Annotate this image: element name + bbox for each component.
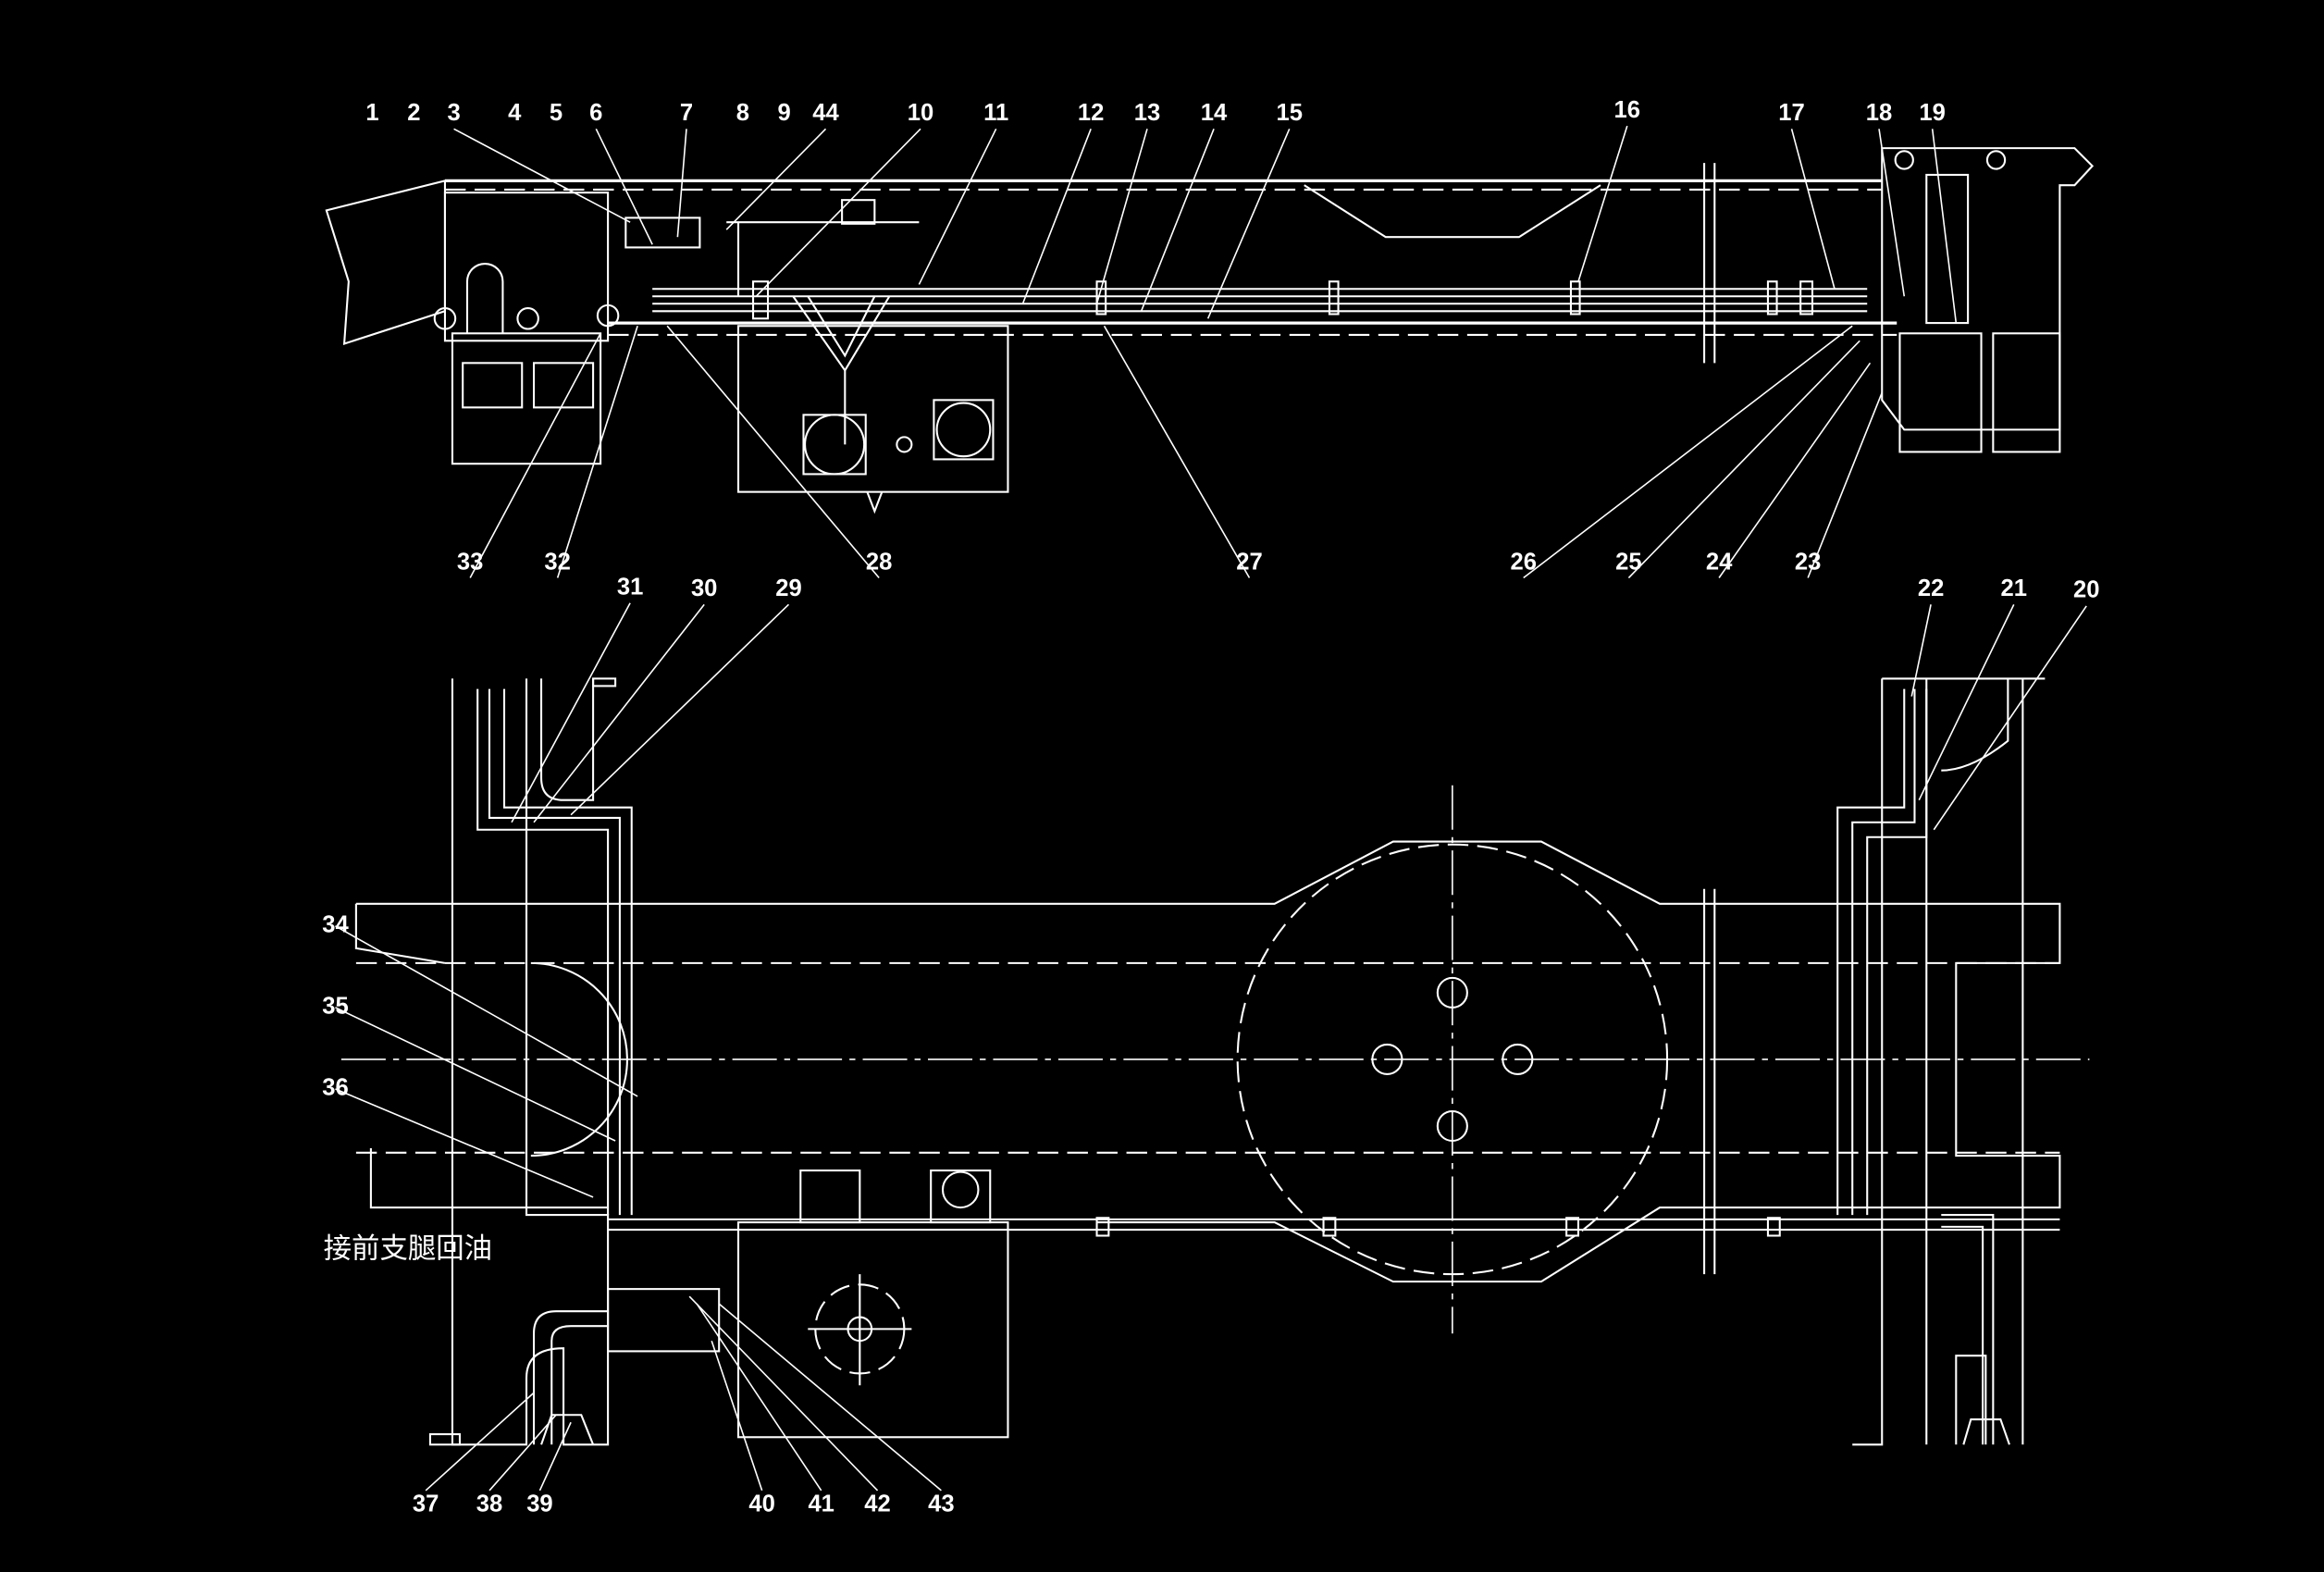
callout-33: 33 (457, 549, 484, 575)
leader-line-32 (556, 326, 638, 578)
leader-line-42 (688, 1295, 879, 1492)
callout-3: 3 (447, 100, 460, 126)
callout-23: 23 (1795, 549, 1822, 575)
callout-27: 27 (1236, 549, 1263, 575)
leader-line-16 (1577, 125, 1628, 282)
leader-line-34 (335, 925, 638, 1097)
leader-line-27 (1103, 325, 1251, 578)
leader-line-25 (1627, 340, 1860, 579)
callout-39: 39 (526, 1492, 553, 1517)
callout-21: 21 (2001, 576, 2028, 601)
callout-19: 19 (1919, 100, 1946, 126)
callout-14: 14 (1201, 100, 1228, 126)
callout-25: 25 (1615, 549, 1642, 575)
bottom-view-frame (340, 677, 2090, 1446)
callout-12: 12 (1078, 100, 1105, 126)
return-oil-annotation: 接前支腿回油 (324, 1233, 492, 1266)
leader-line-19 (1931, 129, 1958, 324)
leader-line-40 (711, 1340, 763, 1492)
callout-41: 41 (808, 1492, 834, 1517)
callout-9: 9 (778, 100, 791, 126)
top-view-frame (325, 147, 2095, 514)
callout-4: 4 (508, 100, 522, 126)
callout-18: 18 (1866, 100, 1893, 126)
callout-16: 16 (1614, 97, 1641, 123)
clamp-marks (1095, 280, 1814, 316)
leader-line-28 (666, 325, 880, 579)
callout-36: 36 (322, 1075, 349, 1101)
leader-line-11 (918, 128, 997, 285)
callout-leaders (335, 125, 2087, 1492)
callout-40: 40 (748, 1492, 775, 1517)
callout-5: 5 (550, 100, 562, 126)
leader-line-14 (1140, 129, 1215, 312)
leader-line-24 (1718, 362, 1872, 578)
leader-line-33 (469, 332, 601, 578)
leader-line-31 (511, 602, 631, 823)
leader-line-20 (1933, 605, 2087, 831)
leader-line-44 (725, 128, 827, 230)
callout-43: 43 (928, 1492, 955, 1517)
leader-line-38 (488, 1414, 557, 1492)
callout-15: 15 (1276, 100, 1302, 126)
callout-28: 28 (866, 549, 893, 575)
leader-line-29 (570, 603, 790, 816)
callout-30: 30 (691, 576, 718, 601)
leader-line-23 (1807, 392, 1883, 578)
leader-line-36 (335, 1088, 594, 1198)
callout-29: 29 (775, 576, 802, 601)
callout-44: 44 (812, 100, 839, 126)
leader-line-26 (1523, 325, 1853, 579)
callout-24: 24 (1706, 549, 1733, 575)
leader-line-35 (335, 1007, 616, 1142)
callout-42: 42 (864, 1492, 891, 1517)
callout-31: 31 (617, 574, 644, 600)
leader-line-6 (595, 128, 653, 245)
callout-13: 13 (1134, 100, 1161, 126)
callout-26: 26 (1510, 549, 1537, 575)
leader-line-3 (453, 128, 631, 223)
leader-line-30 (533, 603, 705, 823)
leader-line-21 (1918, 603, 2015, 801)
callout-6: 6 (589, 100, 602, 126)
callout-10: 10 (908, 100, 934, 126)
leader-line-41 (696, 1303, 822, 1492)
callout-37: 37 (413, 1492, 439, 1517)
callout-8: 8 (736, 100, 749, 126)
leader-line-10 (755, 128, 921, 297)
leader-line-22 (1910, 604, 1932, 697)
callout-17: 17 (1778, 100, 1805, 126)
leader-line-18 (1878, 129, 1906, 297)
callout-38: 38 (476, 1492, 503, 1517)
leader-line-37 (425, 1392, 535, 1492)
callout-32: 32 (544, 549, 571, 575)
callout-7: 7 (680, 100, 693, 126)
callout-35: 35 (322, 994, 349, 1020)
leader-line-7 (676, 129, 687, 238)
leader-line-43 (718, 1303, 942, 1492)
leader-line-12 (1021, 129, 1092, 304)
callout-20: 20 (2073, 577, 2100, 603)
callout-1: 1 (365, 100, 378, 126)
callout-22: 22 (1918, 576, 1945, 601)
leader-line-17 (1790, 129, 1836, 290)
leader-line-39 (538, 1421, 572, 1492)
leader-line-15 (1206, 128, 1291, 319)
callout-11: 11 (983, 100, 1008, 126)
leader-line-13 (1095, 129, 1148, 304)
callout-2: 2 (407, 100, 420, 126)
callout-34: 34 (322, 912, 349, 938)
